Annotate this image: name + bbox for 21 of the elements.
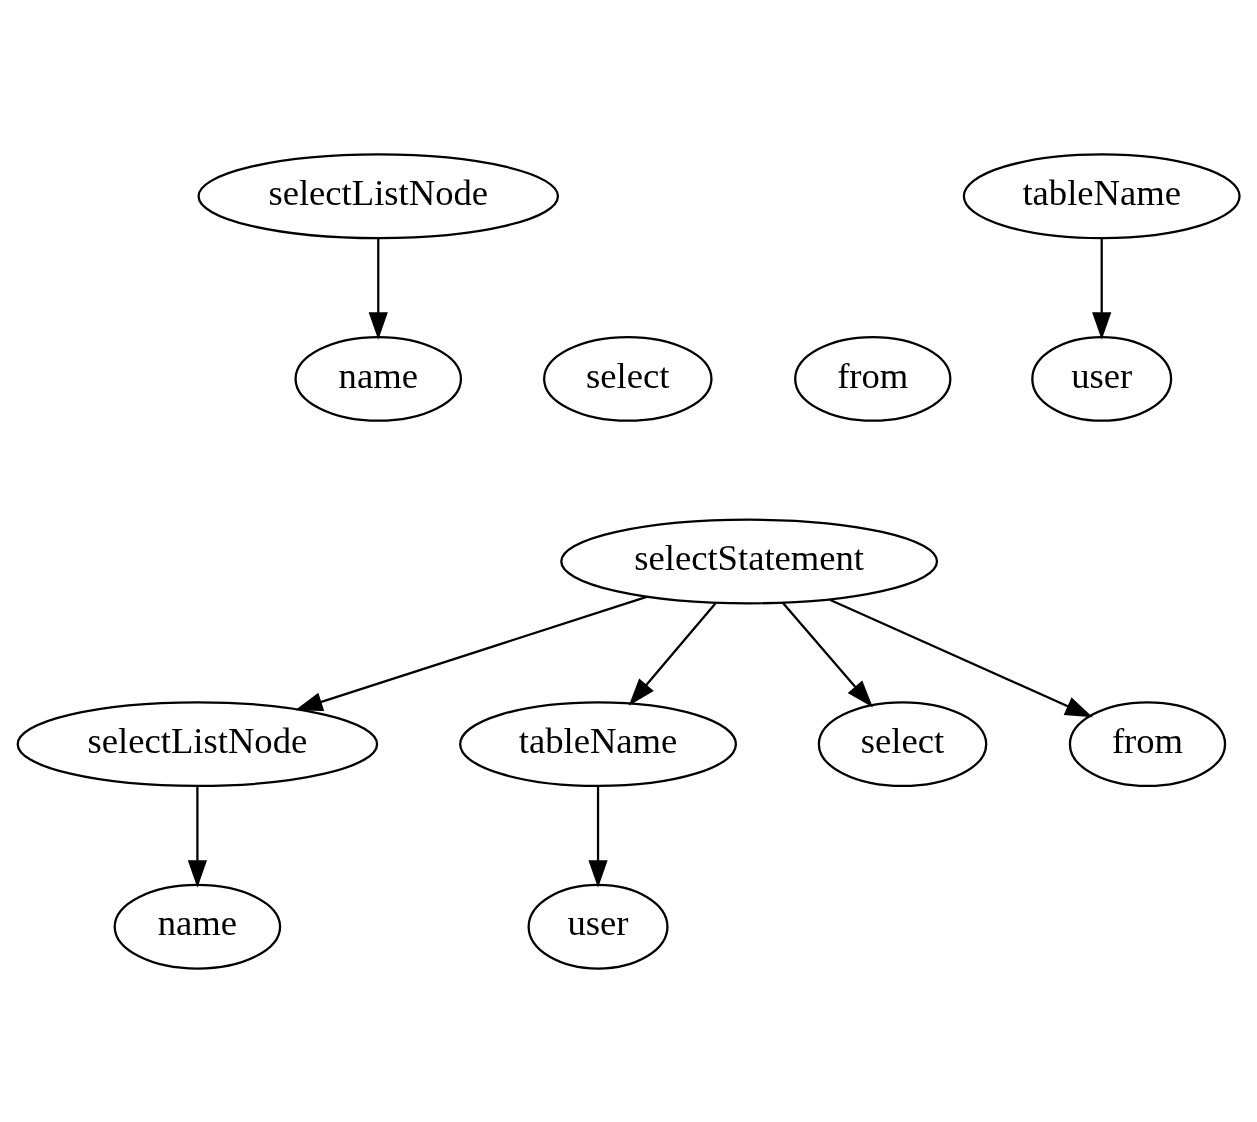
node-ellipse: selectStatement bbox=[560, 518, 939, 604]
node-ellipse: tableName bbox=[459, 700, 738, 787]
node-ellipse: selectListNode bbox=[16, 700, 379, 787]
node-ellipse: name bbox=[113, 883, 282, 970]
arrow bbox=[187, 786, 208, 888]
node-ellipse: select bbox=[817, 700, 988, 787]
node-ellipse: select bbox=[543, 335, 713, 422]
arrow bbox=[295, 595, 647, 711]
arrow bbox=[1092, 238, 1112, 340]
node-ellipse: tableName bbox=[962, 152, 1241, 239]
arrow bbox=[628, 602, 717, 706]
arrow bbox=[588, 786, 608, 888]
node-ellipse: name bbox=[294, 335, 463, 422]
node-ellipse: user bbox=[1031, 335, 1173, 422]
arrow bbox=[368, 238, 388, 340]
arrow bbox=[829, 598, 1093, 717]
node-ellipse: from bbox=[794, 335, 952, 422]
arrow bbox=[782, 602, 873, 707]
node-ellipse: selectListNode bbox=[197, 152, 560, 239]
node-ellipse: from bbox=[1068, 700, 1227, 787]
node-ellipse: user bbox=[527, 883, 669, 970]
